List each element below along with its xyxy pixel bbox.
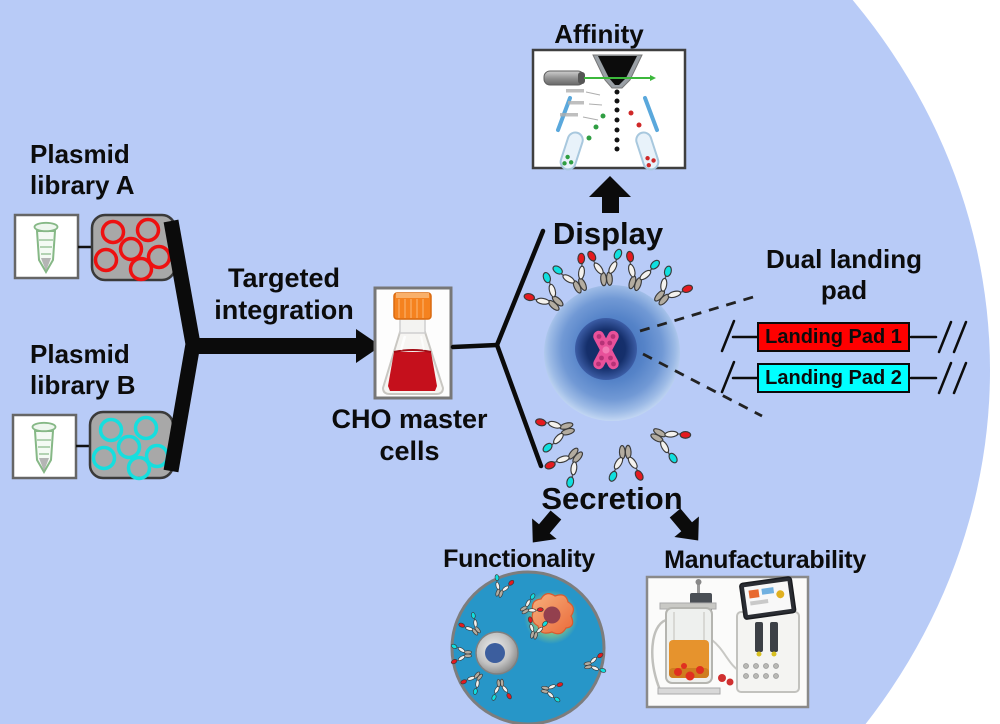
collection-tube-right xyxy=(635,131,660,171)
plasmid-library-a-label: Plasmid library A xyxy=(30,139,135,200)
microcentrifuge-tube-icon-b xyxy=(31,421,57,474)
deflection-plate xyxy=(643,96,659,132)
manufacturability-label: Manufacturability xyxy=(664,546,866,574)
chromosome-icon xyxy=(593,330,619,370)
affinity-label: Affinity xyxy=(554,19,644,49)
antibody-icon xyxy=(532,408,579,456)
antibody-icon xyxy=(585,247,627,288)
dual-landing-pad-label: Dual landing pad xyxy=(766,244,922,305)
merge-arrow-icon xyxy=(163,219,381,473)
plasmid-library-a-icons xyxy=(13,213,177,282)
touchscreen xyxy=(739,576,797,620)
targeted-integration-label: Targeted integration xyxy=(214,263,354,325)
secreted-antibody-icons xyxy=(532,408,695,491)
antibody-icon xyxy=(643,415,695,467)
landing-pad-2-box: Landing Pad 2 xyxy=(757,363,910,393)
facs-cell-sorter-image xyxy=(531,48,687,171)
dashed-zoom-lines xyxy=(639,293,763,418)
branch-lines xyxy=(450,228,546,469)
tiny-annotation-marks xyxy=(560,89,603,121)
plasmid-pool-b-icon xyxy=(88,410,175,481)
functionality-label: Functionality xyxy=(443,545,595,573)
erlenmeyer-flask-icon xyxy=(373,286,453,400)
landing-pad-1-box: Landing Pad 1 xyxy=(757,322,910,352)
display-to-affinity-arrow xyxy=(589,176,631,213)
droplet-stream xyxy=(614,89,620,152)
plasmid-library-b-label: Plasmid library B xyxy=(30,339,136,400)
microcentrifuge-tube-icon-a xyxy=(33,221,59,274)
secretion-label: Secretion xyxy=(541,481,683,516)
impeller-parts xyxy=(674,663,704,681)
genomic-locus-lines xyxy=(720,319,968,395)
cho-master-cells-label: CHO master cells xyxy=(331,404,488,466)
collection-tube-left xyxy=(559,131,584,171)
cho-cell-graphic xyxy=(544,285,680,421)
plasmid-library-b-icons xyxy=(11,410,175,481)
bioreactor-image xyxy=(645,575,810,709)
display-label: Display xyxy=(552,216,664,251)
plasmid-pool-a-icon xyxy=(90,213,177,282)
functionality-assay-image xyxy=(450,570,608,724)
antibody-icon xyxy=(605,444,646,484)
